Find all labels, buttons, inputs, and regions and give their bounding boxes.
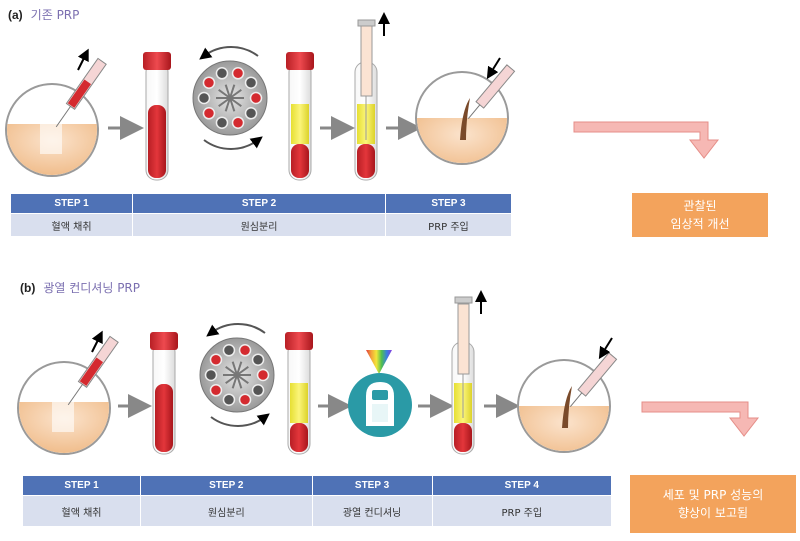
rotor-slot	[202, 107, 216, 120]
rotor-slot	[244, 76, 258, 89]
blood-tube-a	[143, 52, 171, 181]
result-arrow-b	[641, 401, 760, 437]
panel-b-label: (b)	[20, 281, 36, 295]
result-text-a: 관찰된 임상적 개선	[670, 199, 730, 231]
step-header: STEP 1	[21, 475, 142, 496]
injection-illustration-b	[517, 337, 618, 453]
rotor-slot	[231, 116, 245, 129]
rotor-slot	[238, 344, 252, 357]
result-arrow-a	[573, 121, 720, 159]
rotor-slot	[222, 393, 236, 406]
step-name: 혈액 채취	[21, 495, 142, 527]
steps-header-row: STEP 1 STEP 2 STEP 3 STEP 4	[21, 475, 613, 496]
rotor-slot	[231, 67, 245, 80]
panel-a-title: (a) 기존 PRP	[8, 6, 79, 23]
panel-b-title: (b) 광열 컨디셔닝 PRP	[20, 279, 140, 296]
syringe-tube-b	[451, 290, 487, 455]
rotor-slot	[251, 384, 265, 397]
panel-a-label: (a)	[8, 8, 23, 22]
step-header: STEP 4	[431, 475, 613, 496]
rotor-slot	[244, 107, 258, 120]
syringe-tube-a	[354, 12, 390, 181]
steps-name-row: 혈액 채취 원심분리 PRP 주입	[9, 213, 513, 237]
photothermal-device	[348, 350, 412, 437]
injection-illustration-a	[415, 57, 516, 165]
step-name: PRP 주입	[384, 213, 513, 237]
centrifuge-rotor-b	[199, 323, 275, 427]
step-header: STEP 3	[311, 475, 433, 496]
rotor-slot	[209, 353, 223, 366]
step-header: STEP 2	[132, 193, 386, 214]
separated-tube-a	[286, 52, 314, 181]
step-name: 광열 컨디셔닝	[311, 495, 433, 527]
rotor-slot	[251, 353, 265, 366]
steps-table-b: STEP 1 STEP 2 STEP 3 STEP 4 혈액 채취 원심분리 광…	[21, 475, 613, 527]
rotor-slot	[204, 368, 218, 382]
step-header: STEP 3	[384, 193, 513, 214]
step-name: 원심분리	[132, 213, 386, 237]
steps-name-row: 혈액 채취 원심분리 광열 컨디셔닝 PRP 주입	[21, 495, 613, 527]
step-header: STEP 1	[9, 193, 134, 214]
panel-a-title-text: 기존 PRP	[30, 8, 80, 22]
rotor-slot	[249, 91, 263, 105]
rotor-slot	[209, 384, 223, 397]
step-name: 원심분리	[140, 495, 313, 527]
steps-header-row: STEP 1 STEP 2 STEP 3	[9, 193, 513, 214]
result-text-b: 세포 및 PRP 성능의 향상이 보고됨	[662, 488, 764, 520]
panel-b-title-text: 광열 컨디셔닝 PRP	[43, 281, 141, 295]
separated-tube-b	[285, 332, 313, 455]
rotor-slot	[215, 67, 229, 80]
rotor-slot	[222, 344, 236, 357]
blood-tube-b	[150, 332, 178, 455]
steps-table-a: STEP 1 STEP 2 STEP 3 혈액 채취 원심분리 PRP 주입	[9, 193, 513, 237]
result-box-b: 세포 및 PRP 성능의 향상이 보고됨	[630, 475, 796, 533]
blood-draw-illustration-b	[17, 330, 119, 455]
step-name: 혈액 채취	[9, 213, 134, 237]
rotor-slot	[215, 116, 229, 129]
rotor-slot	[256, 368, 270, 382]
centrifuge-rotor-a	[192, 46, 268, 150]
rotor-slot	[238, 393, 252, 406]
result-box-a: 관찰된 임상적 개선	[632, 193, 768, 237]
step-name: PRP 주입	[431, 495, 613, 527]
blood-draw-illustration-a	[5, 48, 107, 177]
rotor-slot	[197, 91, 211, 105]
rotor-slot	[202, 76, 216, 89]
step-header: STEP 2	[140, 475, 313, 496]
